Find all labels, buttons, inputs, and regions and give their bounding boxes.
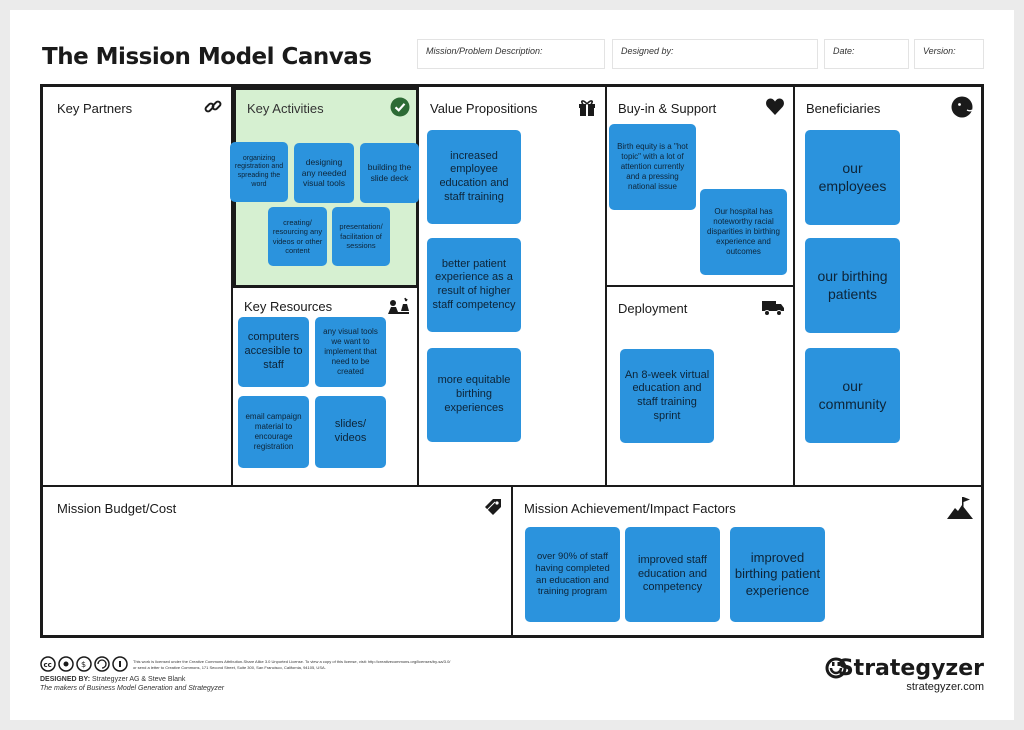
block-label: Key Resources: [244, 299, 333, 314]
check-circle-icon: [390, 97, 410, 117]
note-resource-4[interactable]: slides/ videos: [315, 396, 386, 468]
designed-by-value: Strategyzer AG & Steve Blank: [92, 676, 186, 683]
block-label: Key Activities: [247, 101, 324, 116]
note-activity-4[interactable]: creating/ resourcing any videos or other…: [268, 207, 327, 266]
block-label: Deployment: [618, 301, 688, 316]
block-mission-budget[interactable]: Mission Budget/Cost: [43, 487, 513, 635]
block-label: Mission Budget/Cost: [57, 501, 177, 516]
note-resource-3[interactable]: email campaign material to encourage reg…: [238, 396, 309, 468]
brand-url[interactable]: strategyzer.com: [906, 681, 984, 693]
block-label: Key Partners: [57, 101, 133, 116]
strategyzer-logo-icon: [825, 657, 847, 679]
block-label: Mission Achievement/Impact Factors: [524, 501, 736, 516]
page-title: The Mission Model Canvas: [42, 44, 372, 70]
brand-name: Strategyzer: [837, 656, 984, 681]
designed-by: DESIGNED BY: Strategyzer AG & Steve Blan…: [40, 676, 185, 683]
date-field[interactable]: Date:: [824, 39, 909, 69]
note-impact-1[interactable]: over 90% of staff having completed an ed…: [525, 527, 620, 622]
mission-description-field[interactable]: Mission/Problem Description:: [417, 39, 605, 69]
heart-icon: [766, 98, 784, 115]
block-key-activities[interactable]: Key Activities organizing registration a…: [230, 87, 419, 288]
note-deployment-1[interactable]: An 8-week virtual education and staff tr…: [620, 349, 714, 443]
block-label: Buy-in & Support: [618, 101, 717, 116]
face-icon: [951, 96, 973, 118]
note-beneficiary-3[interactable]: our community: [805, 348, 900, 443]
truck-icon: [762, 301, 784, 316]
block-label: Beneficiaries: [806, 101, 881, 116]
note-resource-1[interactable]: computers accesible to staff: [238, 317, 309, 387]
note-value-3[interactable]: more equitable birthing experiences: [427, 348, 521, 442]
mission-model-canvas: Key Partners Key Activities organizing r…: [40, 84, 984, 638]
block-buy-in-support[interactable]: Buy-in & Support Birth equity is a "hot …: [607, 87, 795, 287]
note-activity-5[interactable]: presentation/ facilitation of sessions: [332, 207, 390, 266]
resources-icon: [388, 297, 409, 314]
block-key-partners[interactable]: Key Partners: [43, 87, 233, 487]
link-icon: [204, 100, 222, 113]
note-support-1[interactable]: Birth equity is a "hot topic" with a lot…: [609, 124, 696, 210]
note-support-2[interactable]: Our hospital has noteworthy racial dispa…: [700, 189, 787, 275]
note-value-2[interactable]: better patient experience as a result of…: [427, 238, 521, 332]
note-value-1[interactable]: increased employee education and staff t…: [427, 130, 521, 224]
note-impact-3[interactable]: improved birthing patient experience: [730, 527, 825, 622]
block-label: Value Propositions: [430, 101, 538, 116]
block-mission-achievement[interactable]: Mission Achievement/Impact Factors over …: [513, 487, 981, 635]
tagline: The makers of Business Model Generation …: [40, 685, 225, 692]
note-resource-2[interactable]: any visual tools we want to implement th…: [315, 317, 386, 387]
note-impact-2[interactable]: improved staff education and competency: [625, 527, 720, 622]
note-activity-2[interactable]: designing any needed visual tools: [294, 143, 354, 203]
designed-by-field[interactable]: Designed by:: [612, 39, 818, 69]
block-value-propositions[interactable]: Value Propositions increased employee ed…: [419, 87, 607, 487]
creative-commons-icons: cc $: [40, 656, 128, 672]
note-activity-1[interactable]: organizing registration and spreading th…: [230, 142, 288, 202]
gift-icon: [579, 100, 595, 116]
license-text: This work is licensed under the Creative…: [133, 659, 451, 670]
note-beneficiary-2[interactable]: our birthing patients: [805, 238, 900, 333]
svg-text:cc: cc: [44, 661, 52, 669]
block-deployment[interactable]: Deployment An 8-week virtual education a…: [607, 287, 795, 487]
mountain-flag-icon: [947, 497, 973, 519]
note-beneficiary-1[interactable]: our employees: [805, 130, 900, 225]
block-key-resources[interactable]: Key Resources computers accesible to sta…: [233, 288, 419, 487]
designed-by-label: DESIGNED BY:: [40, 676, 91, 683]
note-activity-3[interactable]: building the slide deck: [360, 143, 419, 203]
version-field[interactable]: Version:: [914, 39, 984, 69]
block-beneficiaries[interactable]: Beneficiaries our employees our birthing…: [795, 87, 981, 487]
tag-icon: [485, 499, 501, 515]
svg-text:$: $: [81, 660, 86, 669]
